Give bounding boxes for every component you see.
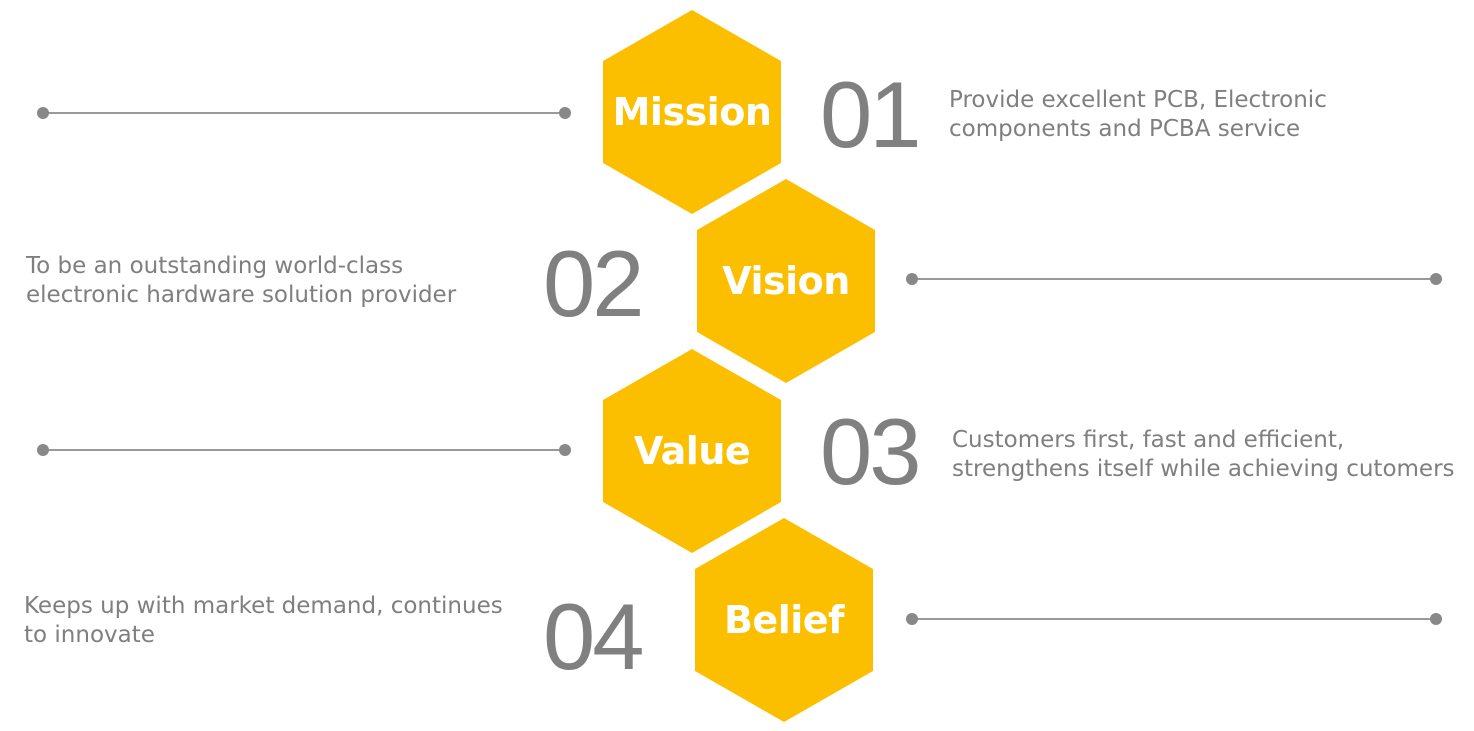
- hexagon-belief: Belief: [695, 518, 873, 722]
- hexagon-value: Value: [603, 349, 781, 553]
- description-value: Customers first, fast and efficient, str…: [952, 426, 1455, 484]
- number-01: 01: [820, 62, 922, 167]
- number-03: 03: [820, 399, 922, 504]
- number-04: 04: [543, 584, 645, 689]
- connector-value: [37, 444, 571, 456]
- hexagon-label-value: Value: [633, 429, 751, 473]
- hexagon-label-belief: Belief: [723, 598, 845, 642]
- connector-dot-end: [1430, 273, 1442, 285]
- connector-dot-start: [906, 273, 918, 285]
- connector-vision: [906, 273, 1442, 285]
- description-mission: Provide excellent PCB, Electronic compon…: [949, 86, 1327, 144]
- description-line: Keeps up with market demand, continues: [24, 593, 503, 619]
- description-line: components and PCBA service: [949, 116, 1301, 142]
- connector-line: [43, 112, 565, 114]
- hexagon-label-vision: Vision: [722, 259, 850, 303]
- description-vision: To be an outstanding world-class electro…: [26, 252, 456, 310]
- connector-line: [43, 449, 565, 451]
- connector-belief: [906, 613, 1442, 625]
- description-line: Provide excellent PCB, Electronic: [949, 87, 1327, 113]
- description-line: electronic hardware solution provider: [26, 282, 457, 308]
- description-line: to innovate: [24, 622, 155, 648]
- connector-dot-end: [559, 107, 571, 119]
- connector-dot-start: [37, 444, 49, 456]
- description-belief: Keeps up with market demand, continues t…: [24, 592, 503, 650]
- connector-mission: [37, 107, 571, 119]
- hexagon-vision: Vision: [697, 179, 875, 383]
- connector-line: [912, 278, 1436, 280]
- connector-dot-end: [559, 444, 571, 456]
- connector-line: [912, 618, 1436, 620]
- description-line: strengthens itself while achieving cutom…: [952, 456, 1455, 482]
- connector-dot-start: [906, 613, 918, 625]
- number-02: 02: [543, 231, 645, 336]
- hexagon-label-mission: Mission: [612, 90, 772, 134]
- description-line: Customers first, fast and efficient,: [952, 427, 1345, 453]
- description-line: To be an outstanding world-class: [26, 253, 404, 279]
- connector-dot-start: [37, 107, 49, 119]
- connector-dot-end: [1430, 613, 1442, 625]
- hexagon-mission: Mission: [603, 10, 781, 214]
